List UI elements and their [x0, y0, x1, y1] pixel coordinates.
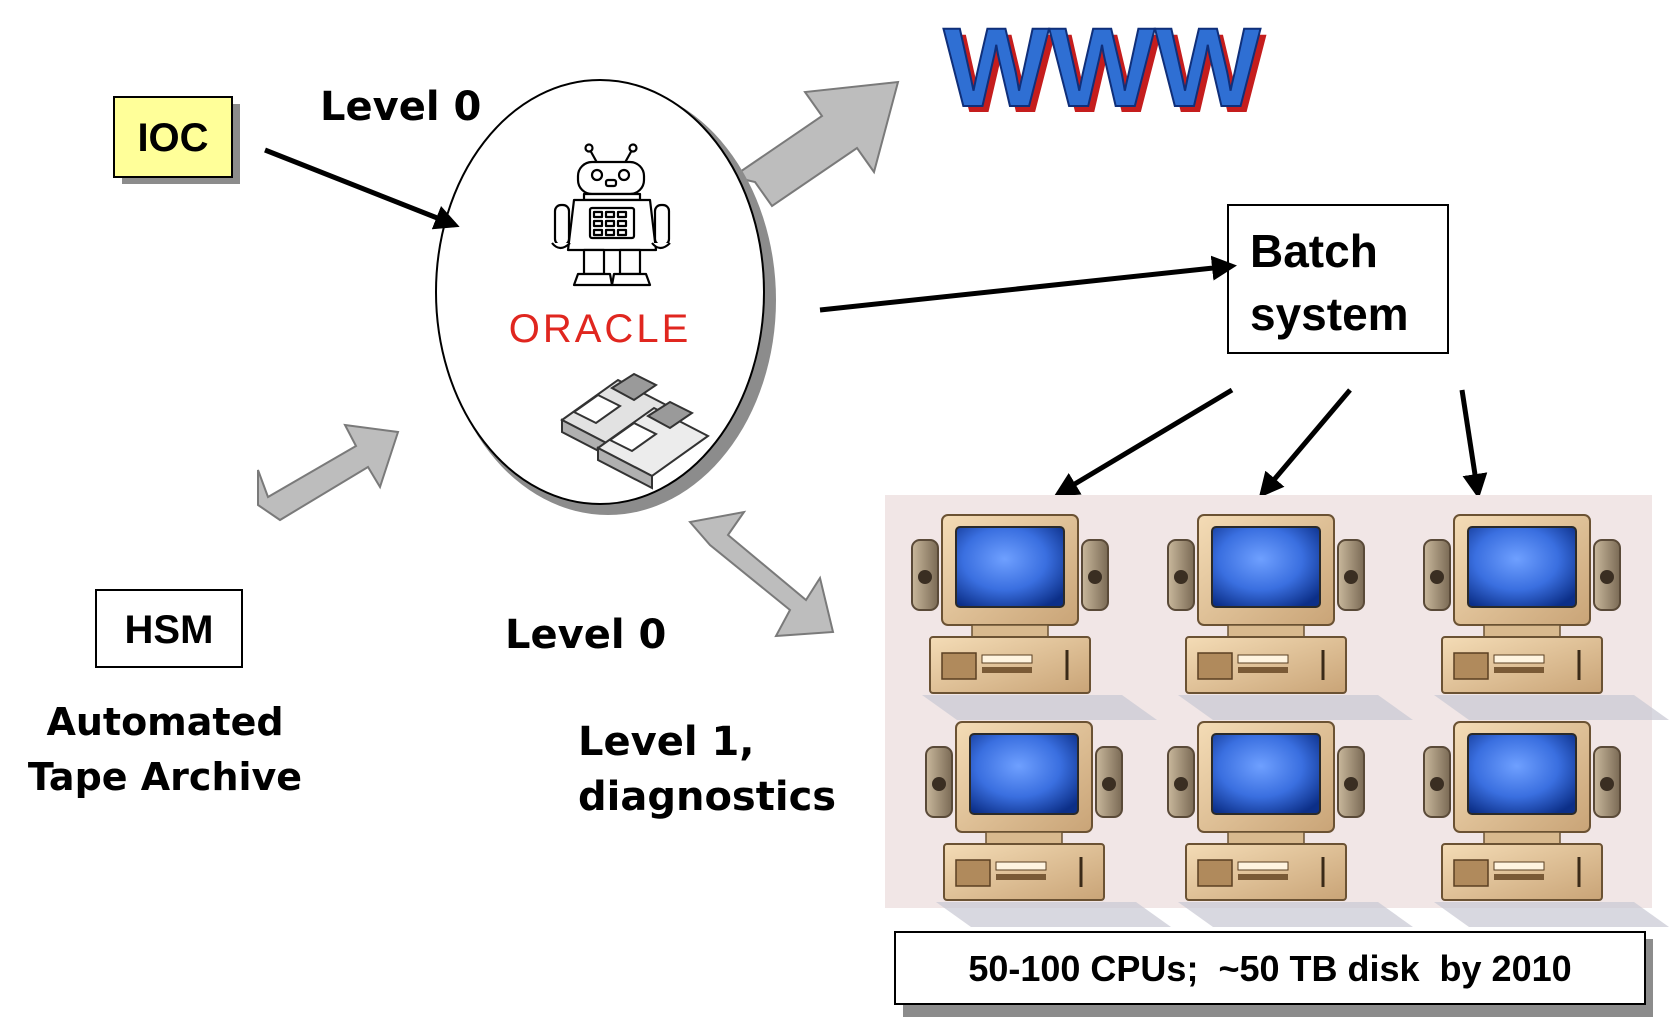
link-db-hsm-arrow — [257, 423, 400, 522]
level1-label-line2: diagnostics — [578, 774, 836, 820]
level0-bottom-label: Level 0 — [505, 612, 666, 658]
hsm-node — [95, 589, 243, 668]
www-logo: WWW — [943, 5, 1260, 130]
link-db-farm-arrow — [688, 510, 835, 638]
robot-icon — [551, 143, 671, 287]
level1-label-line1: Level 1, — [578, 719, 754, 765]
batch-to-farm-arrow-3 — [1459, 389, 1488, 499]
database-ellipse — [435, 79, 765, 505]
batch-to-farm-arrow-1 — [1053, 387, 1234, 497]
batch-label-line2: system — [1250, 288, 1409, 340]
www-logo-shadow: WWW — [949, 11, 1266, 136]
batch-to-farm-arrow-2 — [1258, 388, 1352, 498]
ioc-node — [113, 96, 233, 178]
oracle-logo: ORACLE — [509, 307, 692, 351]
cpu-summary-box — [894, 931, 1646, 1005]
level0-top-label: Level 0 — [320, 84, 481, 130]
floppy-disks-icon — [560, 372, 710, 490]
batch-label-line1: Batch — [1250, 225, 1378, 277]
hsm-label: HSM — [125, 608, 214, 652]
ioc-label: IOC — [137, 116, 208, 160]
cpu-summary-label: 50-100 CPUs; ~50 TB disk by 2010 — [968, 948, 1571, 989]
db-to-batch-arrow — [819, 255, 1237, 313]
ioc-to-db-arrow — [264, 147, 460, 230]
archive-label-line1: Automated — [46, 700, 283, 744]
archive-label-line2: Tape Archive — [28, 755, 302, 799]
